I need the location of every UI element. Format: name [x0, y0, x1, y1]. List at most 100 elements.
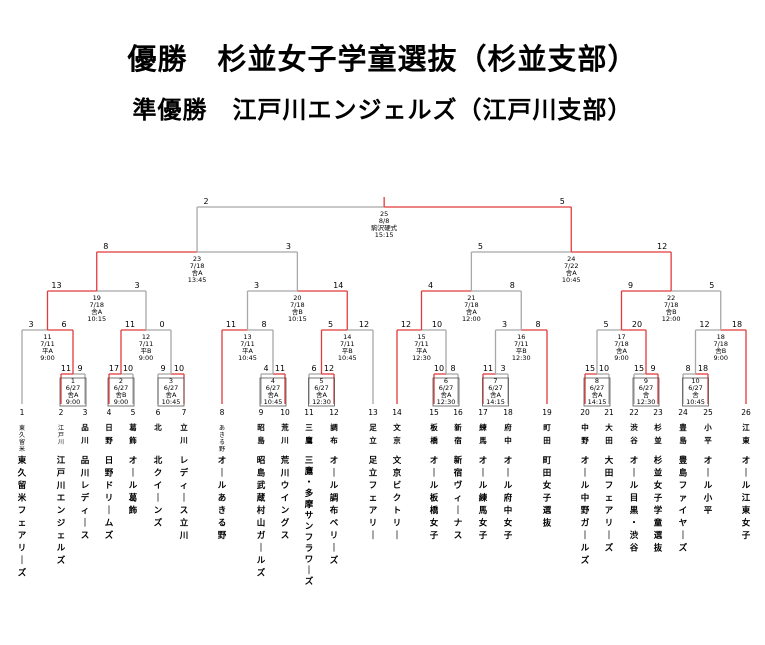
m21-venue: 舎A [466, 308, 478, 316]
m9-time: 12:30 [637, 398, 656, 406]
team-name-char: 川 [280, 469, 290, 479]
team-name-char: ズ [605, 543, 614, 554]
m6-score-right: 8 [450, 364, 455, 373]
team-branch-char: 杉 [654, 422, 662, 432]
team-branch-char: 江 [742, 422, 750, 432]
m25-time: 15:15 [375, 231, 394, 239]
team-branch-char: き [219, 432, 225, 439]
team-branch-char: 東 [19, 424, 25, 432]
team-name-char: 大 [605, 455, 614, 466]
team-name-char: ア [18, 531, 27, 541]
team-name-char: ｜ [393, 530, 402, 541]
team-name-char: フ [305, 533, 314, 543]
team-name-char: グ [281, 518, 290, 529]
m11-number: 11 [43, 333, 51, 341]
m13-time: 10:45 [238, 354, 257, 362]
m22-score-left: 9 [628, 281, 633, 290]
m17-time: 9:00 [614, 354, 629, 362]
team-branch-char: 府 [504, 422, 512, 432]
m15-time: 12:30 [412, 354, 431, 362]
team-name-char: ヴ [454, 480, 463, 491]
team-name-char: ワ [305, 555, 314, 565]
m8-score-left: 15 [585, 364, 595, 373]
team-name-char: 中 [581, 493, 590, 504]
m24-venue: 舎A [566, 269, 578, 277]
m20-time: 10:15 [288, 315, 307, 323]
m15-score-right: 10 [432, 320, 442, 329]
m16-time: 12:30 [512, 354, 531, 362]
m21-score-left: 4 [428, 281, 433, 290]
team-branch-char: 京 [393, 435, 401, 445]
team-name-char: リ [393, 519, 402, 529]
team-name-char: ス [454, 531, 463, 541]
team-name-char: ン [281, 506, 290, 516]
team-name-char: 立 [369, 468, 378, 479]
m4-score-left: 4 [263, 364, 268, 373]
m3-box [157, 377, 185, 407]
team-name-char: 女 [742, 518, 751, 529]
m4-number: 4 [271, 377, 275, 385]
team-name-char: 留 [18, 480, 27, 491]
team-number: 12 [329, 408, 339, 417]
team-branch-char: 川 [80, 436, 89, 445]
m14-number: 14 [343, 333, 351, 341]
team-name-char: 抜 [654, 543, 663, 554]
team-name-char: ｜ [330, 468, 339, 479]
m6-time: 12:30 [437, 398, 456, 406]
team-branch-char: 東 [742, 435, 750, 445]
m21-score-right: 8 [510, 281, 515, 290]
m13-number: 13 [243, 333, 251, 341]
team-name-char: ｜ [704, 468, 713, 479]
team-name-char: 多 [305, 488, 314, 499]
m22-time: 12:00 [662, 315, 681, 323]
m24-date: 7/22 [564, 262, 579, 270]
team-name-char: 布 [329, 505, 339, 516]
m7-number: 7 [493, 377, 497, 385]
m5-date: 6/27 [314, 384, 329, 392]
team-name-char: ズ [330, 555, 339, 566]
team-name-char: ジ [57, 519, 66, 529]
m6-number: 6 [444, 377, 448, 385]
team-number: 22 [629, 408, 639, 417]
team-name-char: 摩 [304, 499, 314, 510]
team-name-char: ル [218, 481, 227, 491]
team-name-char: ｜ [479, 468, 488, 479]
team-name-char: ビ [393, 480, 402, 491]
m19-time: 10:15 [87, 315, 106, 323]
team-name-char: ズ [679, 543, 688, 554]
m25-venue: 駒沢硬式 [371, 223, 398, 232]
team-number: 19 [542, 408, 552, 417]
team-branch-char: 昭 [257, 423, 265, 432]
m18-score-left: 12 [699, 320, 709, 329]
team-name-char: フ [605, 481, 614, 491]
team-number: 5 [131, 408, 136, 417]
team-name-char: 女 [654, 480, 663, 491]
team-name-char: 田 [605, 469, 614, 479]
team-branch-char: 鷹 [305, 435, 313, 445]
team-name-char: イ [679, 506, 688, 516]
team-name-char: ｜ [430, 468, 439, 479]
team-name-char: イ [154, 481, 163, 491]
team-name-char: リ [605, 519, 614, 529]
m23-score-left: 8 [103, 242, 108, 251]
m1-number: 1 [71, 377, 75, 385]
m11-time: 9:00 [40, 354, 55, 362]
m3-time: 10:45 [162, 398, 181, 406]
team-number: 11 [304, 408, 314, 417]
team-name-char: ル [129, 481, 138, 491]
m2-number: 2 [119, 377, 123, 385]
team-number: 21 [604, 408, 614, 417]
team-name-char: ・ [305, 478, 314, 488]
team-name-char: ｜ [18, 555, 27, 566]
team-branch-char: 橋 [430, 435, 438, 445]
m19-date: 7/18 [89, 301, 104, 309]
m23-time: 13:45 [188, 276, 207, 284]
team-name-char: リ [18, 544, 27, 554]
m6-box [432, 377, 460, 407]
team-name-char: 杉 [654, 455, 663, 466]
team-name-char: ル [57, 544, 66, 554]
team-name-char: ル [742, 481, 751, 491]
team-name-char: ク [393, 493, 402, 504]
team-number: 4 [107, 408, 112, 417]
team-name-char: 葛 [128, 493, 138, 504]
